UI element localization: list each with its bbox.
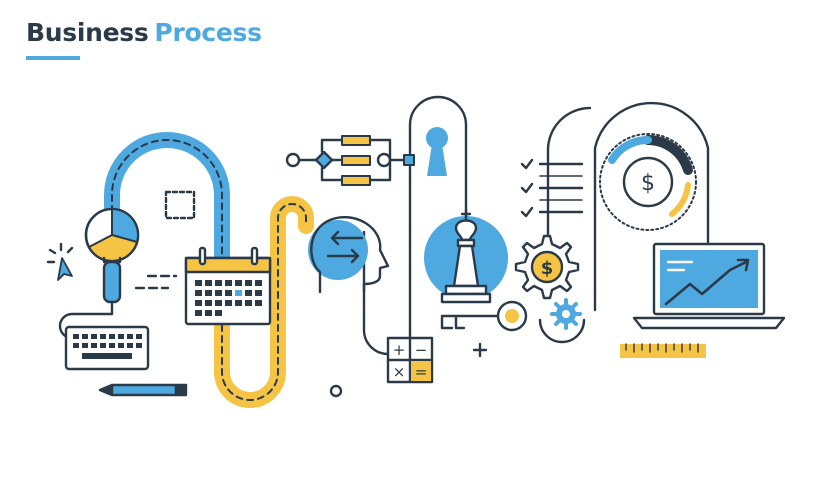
ruler-icon: [620, 343, 706, 358]
plus-icon: [472, 342, 488, 358]
blue-path: [104, 132, 230, 273]
key-icon: [440, 300, 528, 332]
keyhole-icon: [426, 127, 448, 176]
calc-key-times: ×: [393, 363, 406, 381]
dollar-gear-icon: $: [514, 234, 580, 300]
small-circle: [329, 384, 343, 398]
gear-dollar-symbol: $: [541, 258, 554, 279]
dashed-square: [164, 190, 196, 220]
dark-paths: [362, 95, 710, 356]
pencil-icon: [98, 383, 188, 397]
title-word-business: Business: [26, 18, 149, 47]
small-gear-icon: [550, 298, 582, 330]
magnifier-pie-icon: [84, 207, 140, 304]
title-underline: [26, 56, 80, 60]
gauge-dollar-symbol: $: [641, 171, 655, 196]
calc-key-plus: +: [393, 341, 406, 359]
flowchart-icon: [285, 135, 415, 186]
title-word-process: Process: [154, 18, 262, 47]
dollar-gauge-icon: $: [599, 133, 697, 231]
dash-lines: [134, 274, 178, 290]
keyboard-icon: [58, 300, 150, 371]
laptop-chart-icon: [632, 242, 786, 330]
calculator-icon: + − × =: [386, 336, 434, 384]
chess-king-icon: [424, 208, 508, 304]
calc-key-equals: =: [415, 363, 428, 381]
yellow-path: [214, 196, 314, 408]
calendar-icon: [184, 246, 272, 326]
checklist-icon: [520, 158, 584, 218]
calc-key-minus: −: [415, 341, 428, 359]
head-arrows-icon: [308, 215, 390, 294]
cursor-click-icon: [46, 242, 74, 281]
